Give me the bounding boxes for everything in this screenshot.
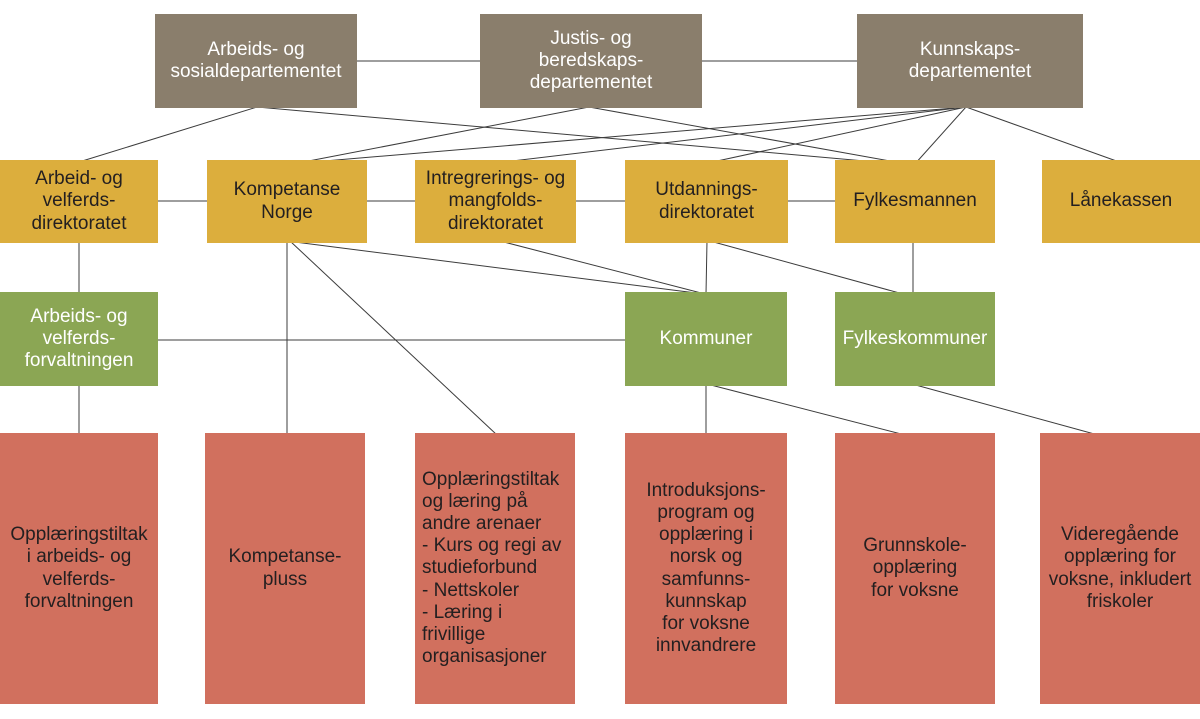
edge-kommuner-grunnskole [706, 383, 906, 436]
edge-kd-udir [707, 106, 967, 164]
node-label: Kompetanse Norge [233, 179, 341, 223]
edge-kn-andre-arenaer [289, 240, 498, 436]
node-label: Arbeids- og velferds- forvaltningen [24, 305, 134, 372]
node-label: Grunnskole- opplæring for voksne [863, 535, 967, 601]
node-label: Kommuner [659, 327, 753, 349]
node-label: Introduksjons- program og opplæring i no… [646, 480, 766, 656]
node-arbeids-og-sosialdepartementet: Arbeids- og sosialdepartementet [155, 14, 357, 108]
edge-udir-kommuner [705, 240, 708, 295]
node-grunnskoleopplaering-voksne: Grunnskole- opplæring for voksne [835, 433, 995, 704]
edge-kd-imdi [494, 106, 967, 164]
edge-asd-avdir [78, 106, 258, 163]
edge-jd-kn [292, 106, 590, 165]
node-label: Fylkeskommuner [842, 327, 988, 349]
edge-kd-kn [288, 106, 967, 165]
node-fylkesmannen: Fylkesmannen [835, 160, 995, 243]
node-videregaende-opplaering-voksne: Videregående opplæring for voksne, inklu… [1040, 433, 1200, 704]
node-label: Lånekassen [1069, 190, 1173, 212]
node-label: Arbeids- og sosialdepartementet [170, 38, 342, 82]
edge-kn-kommuner [286, 240, 705, 295]
node-label: Videregående opplæring for voksne, inklu… [1048, 524, 1192, 612]
node-label: Utdannings- direktoratet [655, 179, 758, 223]
node-label: Kunnskaps- departementet [908, 38, 1032, 82]
node-arbeids-og-velferdsforvaltningen: Arbeids- og velferds- forvaltningen [0, 292, 158, 386]
node-label: Kompetanse- pluss [228, 546, 342, 590]
node-kunnskapsdepartementet: Kunnskaps- departementet [857, 14, 1083, 108]
node-kompetansepluss: Kompetanse- pluss [205, 433, 365, 704]
node-lanekassen: Lånekassen [1042, 160, 1200, 243]
node-integrerings-og-mangfoldsdirektoratet: Intregrerings- og mangfolds- direktorate… [415, 160, 576, 243]
node-utdanningsdirektoratet: Utdannings- direktoratet [625, 160, 788, 243]
node-label: Justis- og beredskaps- departementet [529, 27, 653, 94]
node-label: Intregrerings- og mangfolds- direktorate… [425, 168, 566, 234]
node-label: Opplæringstiltak og læring på andre aren… [422, 469, 562, 667]
node-label: Fylkesmannen [853, 190, 977, 212]
node-label: Opplæringstiltak i arbeids- og velferds-… [10, 524, 148, 612]
edge-kd-fylkesmannen [913, 106, 967, 166]
node-opplaeringstiltak-andre-arenaer: Opplæringstiltak og læring på andre aren… [415, 433, 575, 704]
edge-jd-fylkesmannen [588, 106, 913, 166]
node-arbeid-og-velferdsdirektoratet: Arbeid- og velferds- direktoratet [0, 160, 158, 243]
node-label: Arbeid- og velferds- direktoratet [31, 168, 127, 234]
node-justis-og-beredskapsdepartementet: Justis- og beredskaps- departementet [480, 14, 702, 108]
node-kommuner: Kommuner [625, 292, 787, 386]
node-kompetanse-norge: Kompetanse Norge [207, 160, 367, 243]
edge-kd-lanekassen [965, 106, 1123, 164]
edge-fylkeskommuner-videregaende [911, 383, 1099, 436]
node-opplaeringstiltak-i-nav: Opplæringstiltak i arbeids- og velferds-… [0, 433, 158, 704]
edge-udir-fylkeskommuner [709, 240, 904, 295]
edge-imdi-kommuner [499, 240, 706, 295]
node-fylkeskommuner: Fylkeskommuner [835, 292, 995, 386]
edge-asd-fylkesmannen [256, 106, 911, 166]
node-introduksjonsprogram: Introduksjons- program og opplæring i no… [625, 433, 787, 704]
